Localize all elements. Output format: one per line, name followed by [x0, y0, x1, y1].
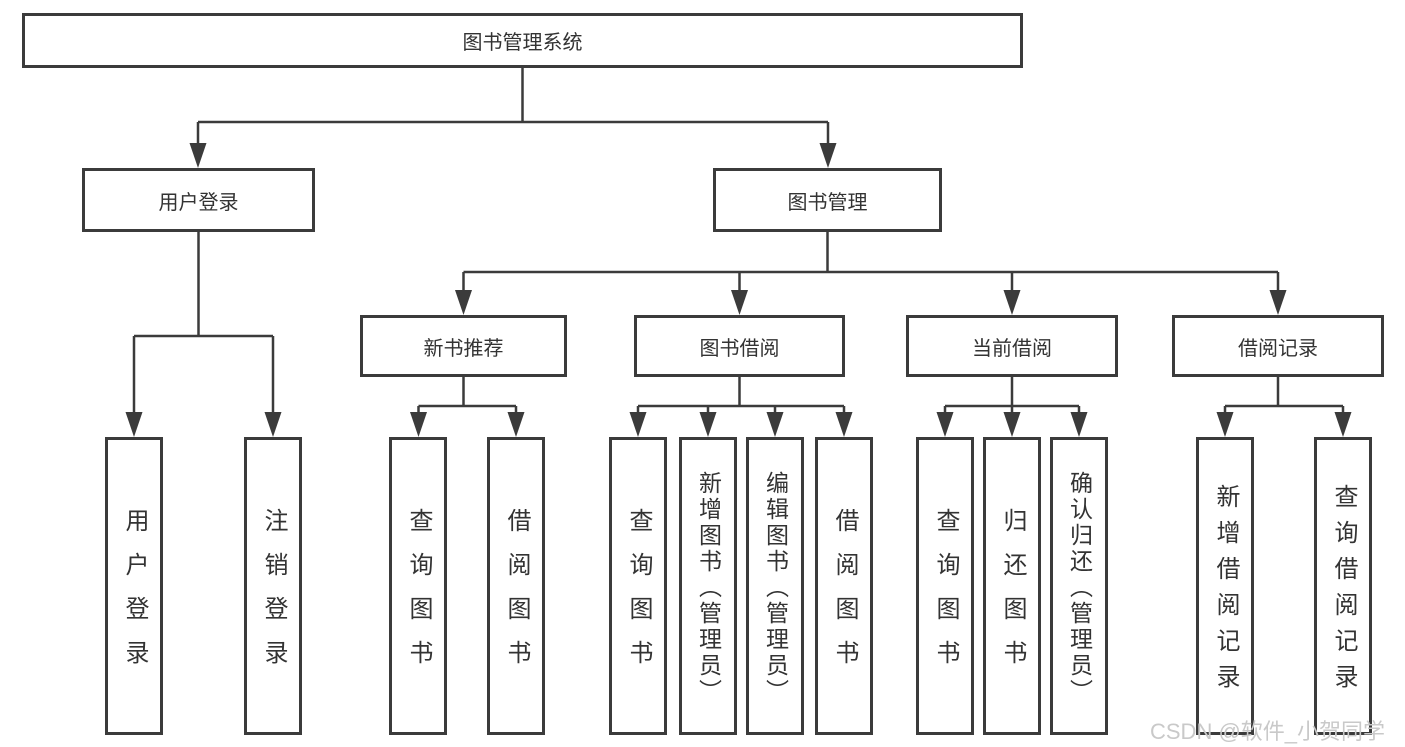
leaf-edit-books-admin-label: 编辑图书（管理员） — [762, 470, 789, 705]
node-book-management-label: 图书管理 — [787, 191, 868, 214]
leaf-return-books-label: 归还图书 — [999, 508, 1026, 684]
leaf-confirm-return-admin-label: 确认归还（管理员） — [1066, 470, 1093, 705]
leaf-query-books-current-label: 查询图书 — [932, 508, 959, 684]
node-book-borrowing: 图书借阅 — [634, 315, 845, 377]
leaf-confirm-return-admin: 确认归还（管理员） — [1050, 437, 1108, 735]
leaf-query-books-recommend: 查询图书 — [389, 437, 447, 735]
leaf-borrow-books-recommend-label: 借阅图书 — [503, 508, 530, 684]
arrowheads — [125, 143, 1352, 437]
node-user-login-label: 用户登录 — [158, 191, 239, 214]
leaf-query-books-borrow-label: 查询图书 — [625, 508, 652, 684]
leaf-query-books-borrow: 查询图书 — [609, 437, 667, 735]
csdn-watermark: CSDN @软件_小贺同学 — [1150, 719, 1386, 744]
leaf-user-login-label: 用户登录 — [121, 508, 148, 684]
leaf-query-books-current: 查询图书 — [916, 437, 974, 735]
leaf-query-borrow-record-label: 查询借阅记录 — [1330, 484, 1357, 700]
node-book-borrowing-label: 图书借阅 — [699, 337, 780, 360]
leaf-add-books-admin: 新增图书（管理员） — [679, 437, 737, 735]
node-new-book-recommendation-label: 新书推荐 — [423, 337, 504, 360]
node-borrowing-records-label: 借阅记录 — [1238, 337, 1318, 360]
node-system-root-label: 图书管理系统 — [462, 32, 583, 54]
leaf-borrow-books-recommend: 借阅图书 — [487, 437, 545, 735]
node-borrowing-records: 借阅记录 — [1172, 315, 1384, 377]
leaf-query-books-recommend-label: 查询图书 — [405, 508, 432, 684]
leaf-query-borrow-record: 查询借阅记录 — [1314, 437, 1372, 735]
leaf-logout: 注销登录 — [244, 437, 302, 735]
leaf-add-borrow-record: 新增借阅记录 — [1196, 437, 1254, 735]
node-current-borrowing: 当前借阅 — [906, 315, 1118, 377]
leaf-logout-label: 注销登录 — [260, 508, 287, 684]
leaf-add-borrow-record-label: 新增借阅记录 — [1212, 484, 1239, 700]
node-current-borrowing-label: 当前借阅 — [972, 337, 1052, 360]
leaf-edit-books-admin: 编辑图书（管理员） — [746, 437, 804, 735]
leaf-user-login: 用户登录 — [105, 437, 163, 735]
leaf-borrow-books: 借阅图书 — [815, 437, 873, 735]
leaf-borrow-books-label: 借阅图书 — [831, 508, 858, 684]
node-system-root: 图书管理系统 — [22, 13, 1023, 68]
node-book-management: 图书管理 — [713, 168, 942, 232]
node-user-login: 用户登录 — [82, 168, 315, 232]
node-new-book-recommendation: 新书推荐 — [360, 315, 567, 377]
leaf-add-books-admin-label: 新增图书（管理员） — [695, 470, 722, 705]
leaf-return-books: 归还图书 — [983, 437, 1041, 735]
